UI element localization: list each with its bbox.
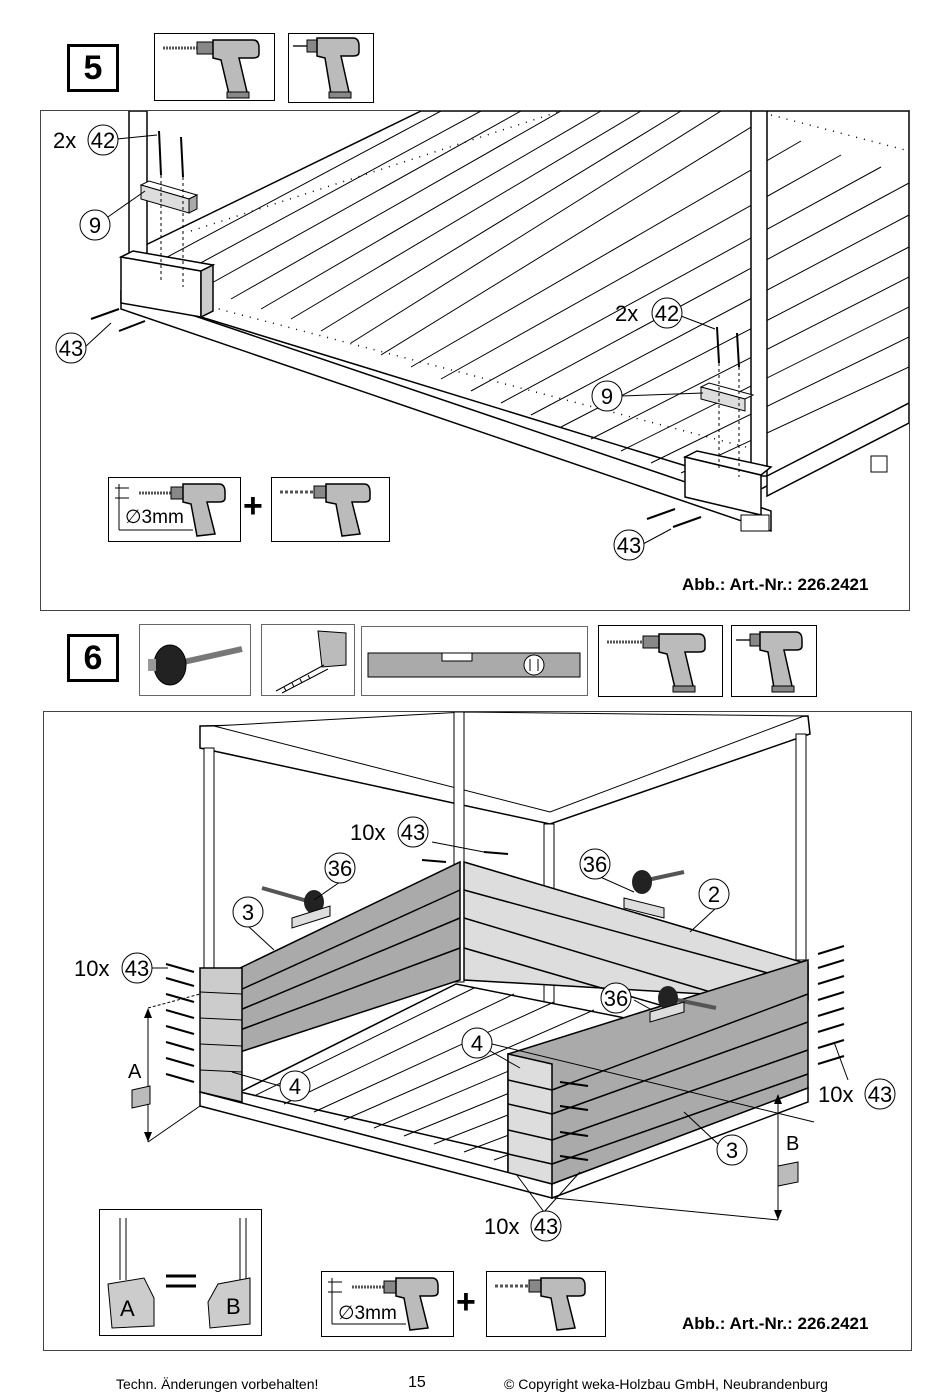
step-6-number: 6 [67, 634, 119, 682]
callout-2: 2 [708, 882, 720, 907]
mallet-tool-box [139, 624, 251, 696]
screwdriver-tool-box [288, 33, 374, 103]
callout-9b: 9 [601, 384, 613, 409]
footer-disclaimer: Techn. Änderungen vorbehalten! [116, 1376, 319, 1392]
spirit-level-icon [367, 652, 581, 678]
callout-43a: 43 [59, 336, 83, 361]
drill-bit-icon [115, 483, 226, 537]
drill-tool-box-6 [598, 625, 723, 697]
callout-4a: 4 [471, 1031, 483, 1056]
step-5-floor-drawing: 42 2x 9 43 42 2x 9 43 [53, 110, 910, 561]
equals-label-b: B [226, 1294, 241, 1319]
screwdriver-icon [280, 483, 371, 537]
drill-bit-icon [328, 1277, 439, 1331]
drill-icon [607, 633, 706, 693]
equals-label-a: A [120, 1296, 135, 1321]
callout-43-top: 43 [401, 820, 425, 845]
step-6-number-text: 6 [83, 638, 103, 677]
drill-icon [163, 39, 260, 99]
callout-43-right: 43 [868, 1082, 892, 1107]
drill-tool-box [154, 33, 275, 101]
screwdriver-icon [495, 1277, 586, 1331]
step-6-wall-drawing: A B 10x 43 36 3 10x 43 36 [74, 711, 896, 1242]
qty-43-top: 10x [350, 820, 385, 845]
callout-3a: 3 [242, 900, 254, 925]
screwdriver-icon [736, 631, 803, 693]
dim-label-b: B [786, 1133, 799, 1155]
mallet-icon [649, 986, 717, 1023]
step-5-number-text: 5 [83, 48, 103, 87]
predrill-box-5: ∅3mm [108, 477, 241, 542]
page-number: 15 [408, 1374, 426, 1391]
mallet-icon [623, 870, 685, 919]
screw-box-5 [271, 477, 390, 542]
qty-43-right: 10x [818, 1082, 853, 1107]
equal-measure-diagram: A B [107, 1218, 251, 1329]
callout-36b: 36 [583, 852, 607, 877]
qty-42b: 2x [615, 301, 638, 326]
callout-4b: 4 [289, 1074, 301, 1099]
step-6-illustration-panel: A B 10x 43 36 3 10x 43 36 [43, 711, 912, 1351]
plus-sign-6: + [456, 1283, 476, 1321]
step-5-number: 5 [67, 44, 119, 92]
dim-label-a: A [128, 1061, 142, 1083]
callout-36a: 36 [328, 856, 352, 881]
screwdriver-icon [293, 37, 360, 99]
screw-box-6 [486, 1271, 606, 1337]
qty-43-bottom: 10x [484, 1214, 519, 1239]
footer-copyright: © Copyright weka-Holzbau GmbH, Neubrande… [504, 1376, 828, 1392]
predrill-box-6: ∅3mm [321, 1271, 454, 1337]
tape-measure-icon [275, 630, 347, 694]
screwdriver-tool-box-6 [731, 625, 817, 697]
article-ref-6: Abb.: Art.-Nr.: 226.2421 [682, 1314, 869, 1333]
equal-measure-box: A B [99, 1209, 262, 1336]
callout-42a: 42 [91, 128, 115, 153]
drill-diameter-5: ∅3mm [125, 507, 184, 528]
callout-42b: 42 [655, 301, 679, 326]
tape-tool-box [261, 624, 355, 696]
drill-diameter-6: ∅3mm [338, 1303, 397, 1324]
qty-43-left: 10x [74, 956, 109, 981]
step-5-illustration-panel: 42 2x 9 43 42 2x 9 43 ∅3mm + [40, 110, 910, 611]
callout-43-left: 43 [125, 956, 149, 981]
mallet-icon [261, 886, 331, 929]
article-ref-5: Abb.: Art.-Nr.: 226.2421 [682, 575, 869, 594]
callout-36c: 36 [604, 986, 628, 1011]
callout-43-bottom: 43 [534, 1214, 558, 1239]
plus-sign-5: + [243, 487, 263, 525]
mallet-icon [148, 644, 243, 686]
level-tool-box [361, 626, 588, 696]
qty-42a: 2x [53, 128, 76, 153]
callout-9a: 9 [89, 213, 101, 238]
callout-3b: 3 [726, 1138, 738, 1163]
callout-43b: 43 [617, 533, 641, 558]
